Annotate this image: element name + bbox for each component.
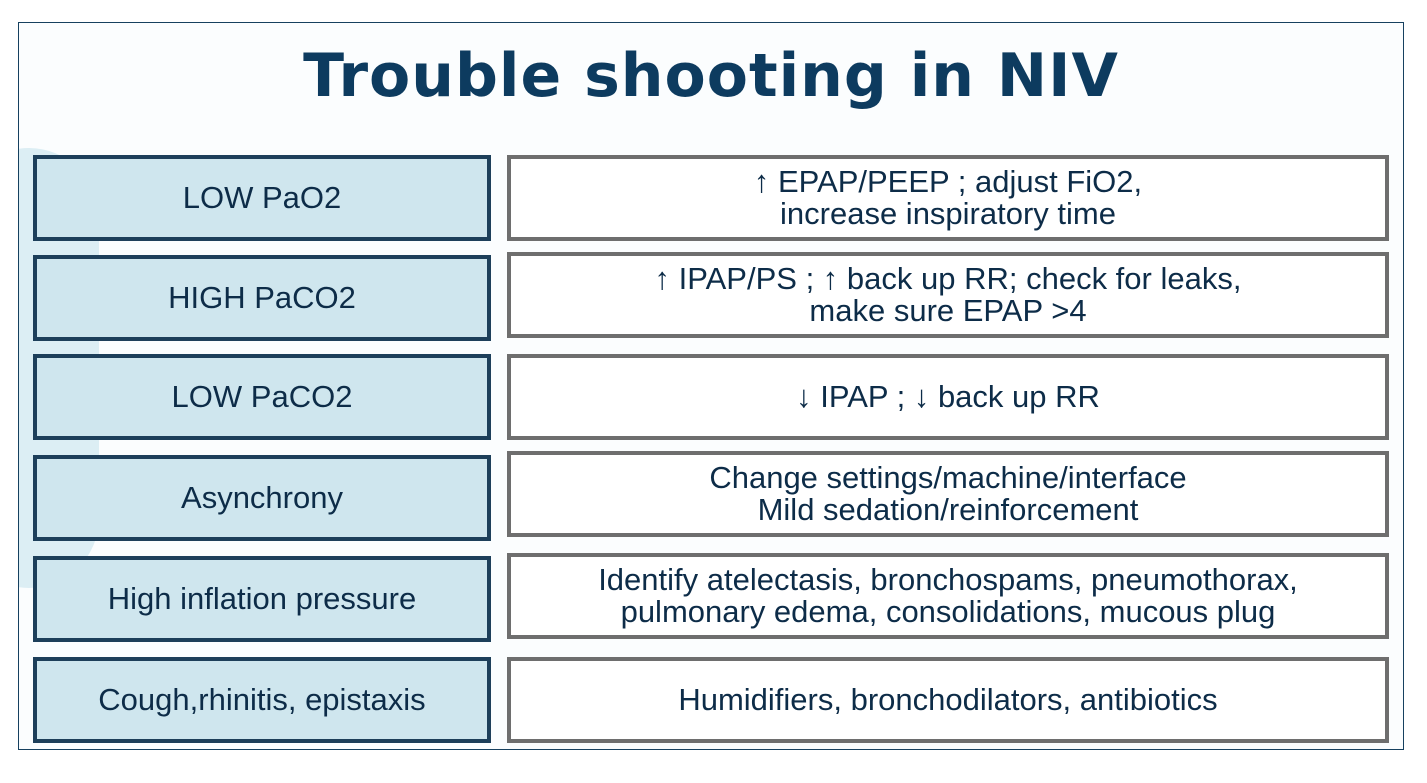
troubleshooting-row: LOW PaCO2 ↓ IPAP ; ↓ back up RR [33, 354, 1389, 440]
troubleshooting-row: LOW PaO2 ↑ EPAP/PEEP ; adjust FiO2, incr… [33, 155, 1389, 241]
solution-line: ↑ EPAP/PEEP ; adjust FiO2, [753, 164, 1143, 199]
slide-title: Trouble shooting in NIV [303, 41, 1119, 111]
solution-cell: Change settings/machine/interface Mild s… [507, 451, 1389, 537]
problem-cell: Asynchrony [33, 455, 491, 541]
solution-line: ↓ IPAP ; ↓ back up RR [796, 379, 1100, 414]
solution-cell: Identify atelectasis, bronchospams, pneu… [507, 553, 1389, 639]
troubleshooting-row: Cough,rhinitis, epistaxis Humidifiers, b… [33, 657, 1389, 743]
solution-line: ↑ IPAP/PS ; ↑ back up RR; check for leak… [654, 261, 1242, 296]
problem-cell: Cough,rhinitis, epistaxis [33, 657, 491, 743]
solution-line: increase inspiratory time [780, 196, 1116, 231]
problem-cell: High inflation pressure [33, 556, 491, 642]
problem-cell: LOW PaCO2 [33, 354, 491, 440]
solution-line: make sure EPAP >4 [809, 293, 1087, 328]
troubleshooting-row: High inflation pressure Identify atelect… [33, 553, 1389, 642]
troubleshooting-row: Asynchrony Change settings/machine/inter… [33, 451, 1389, 541]
solution-cell: ↑ EPAP/PEEP ; adjust FiO2, increase insp… [507, 155, 1389, 241]
solution-line: pulmonary edema, consolidations, mucous … [620, 594, 1276, 629]
solution-cell: ↑ IPAP/PS ; ↑ back up RR; check for leak… [507, 252, 1389, 338]
solution-line: Humidifiers, bronchodilators, antibiotic… [678, 682, 1218, 717]
solution-cell: Humidifiers, bronchodilators, antibiotic… [507, 657, 1389, 743]
solution-cell: ↓ IPAP ; ↓ back up RR [507, 354, 1389, 440]
problem-cell: HIGH PaCO2 [33, 255, 491, 341]
problem-cell: LOW PaO2 [33, 155, 491, 241]
solution-line: Change settings/machine/interface [709, 460, 1187, 495]
solution-line: Mild sedation/reinforcement [757, 492, 1139, 527]
troubleshooting-row: HIGH PaCO2 ↑ IPAP/PS ; ↑ back up RR; che… [33, 252, 1389, 341]
solution-line: Identify atelectasis, bronchospams, pneu… [598, 562, 1298, 597]
